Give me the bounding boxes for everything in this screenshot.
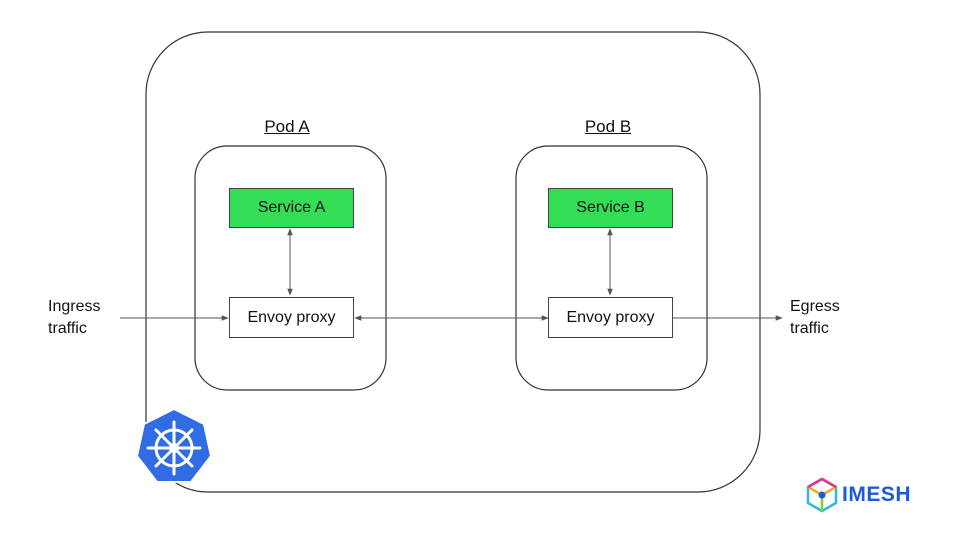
envoy-proxy-b-box: Envoy proxy <box>548 297 673 338</box>
service-a-label: Service A <box>257 199 326 216</box>
imesh-brand-name: IMESH <box>842 483 912 506</box>
cluster-boundary <box>145 31 761 493</box>
envoy-proxy-b-label: Envoy proxy <box>566 308 655 326</box>
pod-b-box <box>515 145 708 391</box>
service-b-box: Service B <box>548 188 673 228</box>
egress-line-1: Egress <box>790 298 840 315</box>
pod-b-title: Pod B <box>584 117 632 136</box>
ingress-line-2: traffic <box>48 320 87 337</box>
envoy-proxy-a-box: Envoy proxy <box>229 297 354 338</box>
pod-a-title: Pod A <box>264 117 310 136</box>
ingress-line-1: Ingress <box>48 298 101 315</box>
kubernetes-logo-icon <box>136 408 212 483</box>
service-a-box: Service A <box>229 188 354 228</box>
service-b-label: Service B <box>576 199 645 216</box>
egress-line-2: traffic <box>790 320 829 337</box>
imesh-logo-icon <box>806 477 838 513</box>
egress-traffic-label: Egress traffic <box>790 296 840 340</box>
ingress-traffic-label: Ingress traffic <box>48 296 100 340</box>
envoy-proxy-a-label: Envoy proxy <box>247 308 336 326</box>
